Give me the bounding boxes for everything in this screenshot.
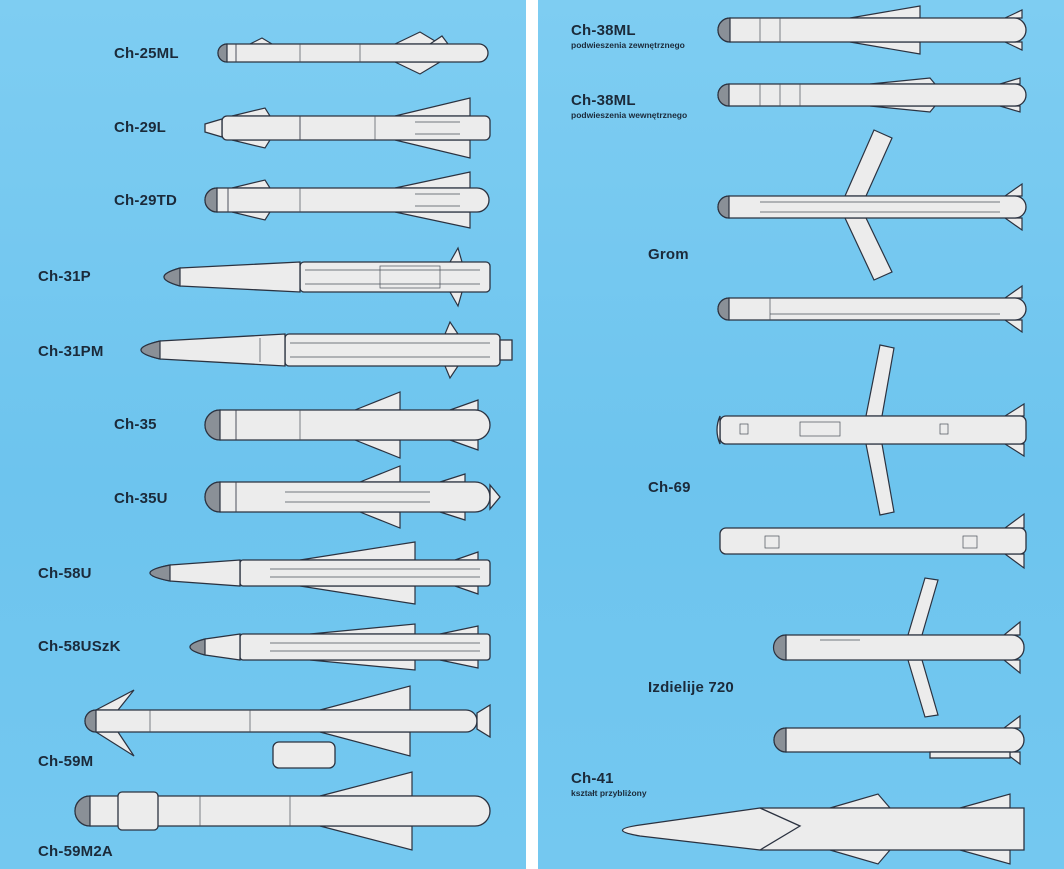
label-ch25ml: Ch-25ML [114, 45, 179, 62]
missile-ch29l [204, 97, 491, 159]
missile-grom-wings-extended [717, 129, 1027, 281]
label-ch35u: Ch-35U [114, 490, 168, 507]
missile-ch38ml-internal [717, 77, 1027, 113]
missile-ch69-wings-extended [716, 344, 1027, 516]
missile-ch31p [163, 246, 491, 308]
missile-ch35u [204, 465, 501, 529]
label-ch58uszk: Ch-58USzK [38, 638, 121, 655]
label-ch59m: Ch-59M [38, 753, 94, 770]
label-ch41: Ch-41 [571, 770, 614, 787]
missile-ch58uszk [189, 623, 491, 671]
label-ch59m2a: Ch-59M2A [38, 843, 113, 860]
missile-ch59m [84, 685, 491, 769]
missile-ch25ml [217, 31, 489, 75]
label-ch31pm: Ch-31PM [38, 343, 104, 360]
missile-ch31pm [140, 320, 513, 380]
label-ch69: Ch-69 [648, 479, 691, 496]
missile-ch59m2a [74, 771, 491, 851]
label-ch35: Ch-35 [114, 416, 157, 433]
missile-izd720-folded [773, 714, 1025, 766]
missile-ch69-folded [719, 512, 1027, 570]
label-ch38ml-external: Ch-38ML [571, 22, 636, 39]
sublabel-ch38ml-internal: podwieszenia wewnętrznego [571, 110, 688, 120]
label-grom: Grom [648, 246, 689, 263]
missile-ch35 [204, 391, 491, 459]
sublabel-ch41: kształt przybliżony [571, 788, 647, 798]
label-ch31p: Ch-31P [38, 268, 91, 285]
label-ch29td: Ch-29TD [114, 192, 178, 209]
missile-izd720-wings-extended [772, 577, 1025, 718]
label-izd720: Izdielije 720 [648, 679, 734, 696]
missile-ch58u [149, 541, 491, 605]
label-ch58u: Ch-58U [38, 565, 92, 582]
label-ch38ml-internal: Ch-38ML [571, 92, 636, 109]
label-ch29l: Ch-29L [114, 119, 167, 136]
missile-ch41 [621, 793, 1025, 865]
missile-ch38ml-external [717, 5, 1027, 55]
sublabel-ch38ml-external: podwieszenia zewnętrznego [571, 40, 685, 50]
missile-ch29td [204, 171, 490, 229]
missile-grom-folded [717, 284, 1027, 334]
